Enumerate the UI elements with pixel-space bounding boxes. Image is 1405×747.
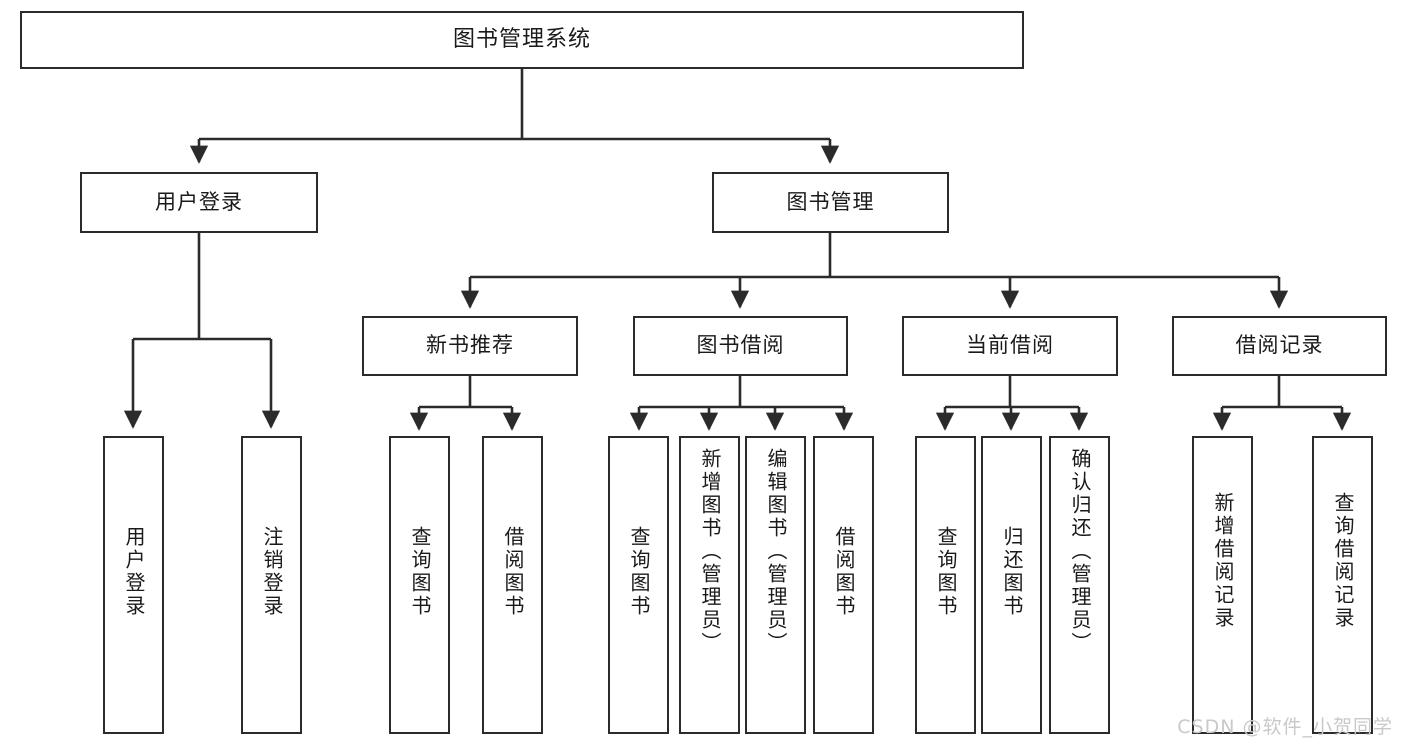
leaf-query-book-current[interactable]: 查询图书 [915, 436, 976, 734]
leaf-borrow-book-new[interactable]: 借阅图书 [482, 436, 543, 734]
node-label: 编辑图书（管理员） [764, 448, 788, 655]
node-label: 查询借阅记录 [1331, 492, 1355, 630]
leaf-user-logout[interactable]: 注销登录 [241, 436, 302, 734]
leaf-add-borrow-record[interactable]: 新增借阅记录 [1192, 436, 1253, 734]
leaf-return-book[interactable]: 归还图书 [981, 436, 1042, 734]
node-label: 图书借阅 [696, 333, 785, 358]
node-book-borrow[interactable]: 图书借阅 [633, 316, 848, 376]
watermark: CSDN @软件_小贺同学 [1177, 716, 1393, 738]
node-label: 用户登录 [155, 189, 243, 214]
leaf-query-book-new[interactable]: 查询图书 [389, 436, 450, 734]
node-label: 归还图书 [1000, 526, 1024, 618]
leaf-borrow-book[interactable]: 借阅图书 [813, 436, 874, 734]
node-label: 当前借阅 [966, 333, 1054, 358]
node-user-login[interactable]: 用户登录 [80, 172, 318, 233]
node-label: 新书推荐 [426, 333, 514, 358]
node-label: 确认归还（管理员） [1068, 448, 1092, 655]
node-label: 图书管理系统 [452, 26, 591, 52]
node-label: 新增图书（管理员） [698, 448, 722, 655]
node-label: 借阅记录 [1235, 333, 1324, 358]
node-label: 注销登录 [260, 526, 284, 618]
node-borrow-records[interactable]: 借阅记录 [1172, 316, 1387, 376]
leaf-edit-book-admin[interactable]: 编辑图书（管理员） [745, 436, 806, 734]
node-label: 借阅图书 [832, 526, 856, 618]
node-label: 用户登录 [122, 526, 146, 618]
node-book-management[interactable]: 图书管理 [712, 172, 949, 233]
node-label: 图书管理 [786, 189, 875, 214]
node-label: 查询图书 [408, 526, 432, 618]
leaf-add-book-admin[interactable]: 新增图书（管理员） [679, 436, 740, 734]
leaf-query-borrow-record[interactable]: 查询借阅记录 [1312, 436, 1373, 734]
node-label: 新增借阅记录 [1211, 492, 1235, 630]
node-label: 借阅图书 [501, 526, 525, 618]
leaf-confirm-return-admin[interactable]: 确认归还（管理员） [1049, 436, 1110, 734]
leaf-user-login[interactable]: 用户登录 [103, 436, 164, 734]
node-label: 查询图书 [934, 526, 958, 618]
node-new-book-recommend[interactable]: 新书推荐 [362, 316, 578, 376]
node-current-borrow[interactable]: 当前借阅 [902, 316, 1118, 376]
node-root-system[interactable]: 图书管理系统 [20, 11, 1024, 69]
node-label: 查询图书 [627, 526, 651, 618]
leaf-query-book-borrow[interactable]: 查询图书 [608, 436, 669, 734]
